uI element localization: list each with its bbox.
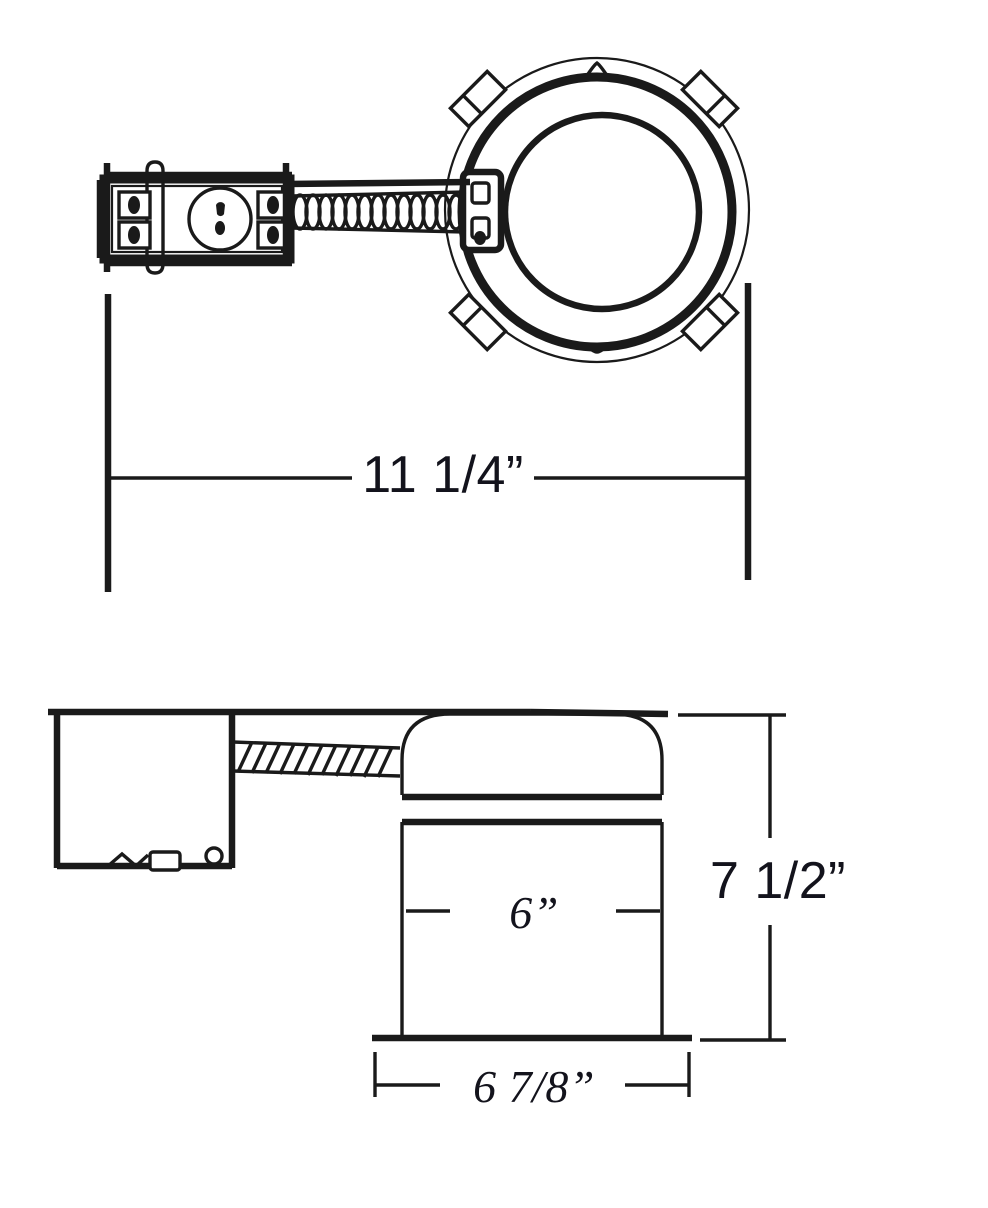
dimension-housing-width: 6 7/8” [373, 1052, 691, 1112]
mounting-tab-bottom-right [680, 292, 740, 352]
mounting-tab-top-right [680, 69, 740, 129]
mounting-tab-bottom-left [448, 292, 508, 352]
dimension-label-aperture-width: 6” [509, 887, 559, 938]
dimension-label-housing-width: 6 7/8” [473, 1061, 595, 1112]
conduit-bracket-top-view [459, 168, 505, 254]
dimension-label-overall-length: 11 1/4” [362, 446, 524, 504]
dimension-overall-length: 11 1/4” [104, 283, 752, 592]
side-view: 6” 7 1/2” 6 7/8” [48, 708, 846, 1112]
flexible-conduit-top-view [291, 190, 467, 234]
dimension-overall-height: 7 1/2” [678, 713, 846, 1042]
mounting-tabs [448, 69, 740, 352]
top-view: 11 1/4” [96, 56, 752, 592]
mounting-bar-top-view [285, 178, 471, 188]
junction-box-bracket [106, 846, 224, 872]
housing-inner-ring [501, 111, 703, 313]
junction-box-top-view [96, 160, 295, 275]
dimension-label-overall-height: 7 1/2” [710, 852, 846, 910]
dimension-aperture-width: 6” [406, 887, 660, 938]
flexible-conduit-side-view [232, 740, 401, 778]
can-housing-side-view [372, 712, 692, 1042]
junction-box-side-view [53, 714, 236, 872]
mounting-tab-top-left [448, 69, 508, 129]
housing-outer-ring [443, 56, 751, 364]
